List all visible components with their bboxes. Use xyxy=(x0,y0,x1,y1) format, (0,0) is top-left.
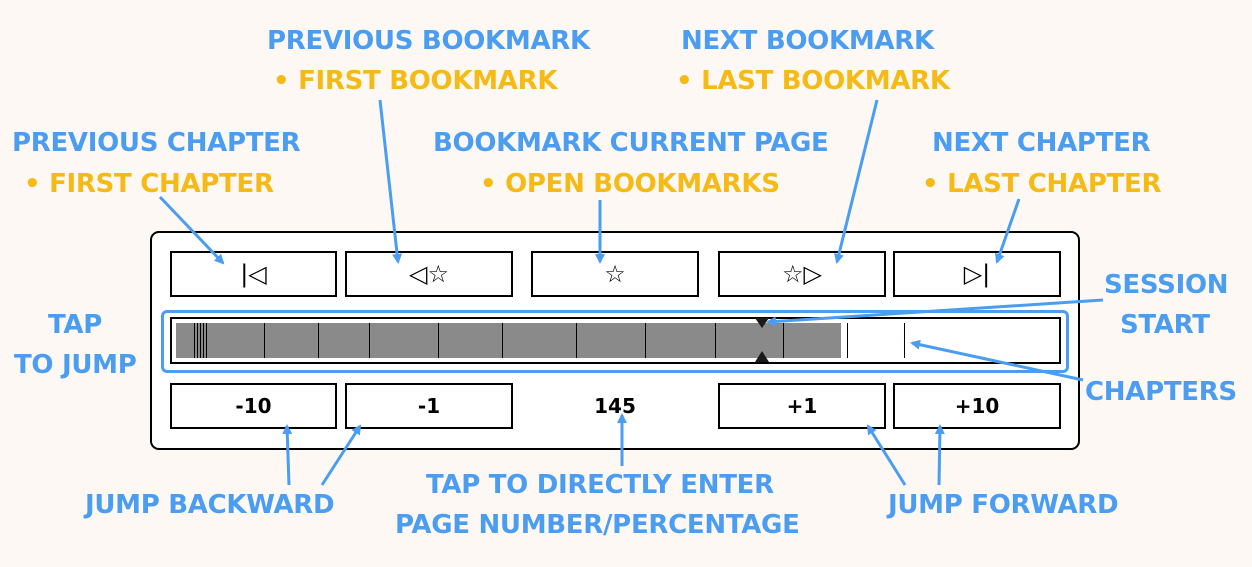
label-session: SESSION xyxy=(1104,270,1229,300)
chapter-tick xyxy=(369,323,370,358)
chapter-tick xyxy=(904,323,905,358)
arrow-previous-chapter xyxy=(158,195,225,265)
chapter-tick xyxy=(576,323,577,358)
arrow-jump-forward-1 xyxy=(866,424,907,486)
next-bookmark-icon: ☆▷ xyxy=(782,260,822,288)
session-start-marker-top xyxy=(755,318,769,328)
progress-fill xyxy=(176,323,841,358)
chapter-tick xyxy=(715,323,716,358)
arrow-jump-forward-10 xyxy=(934,424,945,486)
previous-chapter-icon: |◁ xyxy=(240,260,267,288)
label-to-jump: TO JUMP xyxy=(14,350,137,380)
label-start: START xyxy=(1120,310,1210,340)
jump-forward-1-button[interactable]: +1 xyxy=(718,383,886,429)
chapter-tick xyxy=(203,323,204,358)
chapter-tick xyxy=(783,323,784,358)
page-number[interactable]: 145 xyxy=(594,394,636,418)
label-open-bookmarks: • OPEN BOOKMARKS xyxy=(480,169,780,199)
label-jump-backward: JUMP BACKWARD xyxy=(85,490,335,520)
arrow-chapters xyxy=(910,339,1084,382)
arrow-jump-back-10 xyxy=(282,424,293,486)
label-jump-forward: JUMP FORWARD xyxy=(888,490,1119,520)
next-chapter-button[interactable]: ▷| xyxy=(893,251,1061,297)
previous-bookmark-button[interactable]: ◁☆ xyxy=(345,251,513,297)
chapter-tick xyxy=(645,323,646,358)
chapter-tick xyxy=(438,323,439,358)
arrow-next-bookmark xyxy=(834,99,879,264)
arrow-previous-bookmark xyxy=(378,99,403,264)
label-first-bookmark: • FIRST BOOKMARK xyxy=(273,66,558,96)
jump-forward-10-button[interactable]: +10 xyxy=(893,383,1061,429)
jump-back-10-button[interactable]: -10 xyxy=(170,383,337,429)
chapter-tick xyxy=(206,323,207,358)
previous-bookmark-icon: ◁☆ xyxy=(409,260,449,288)
chapter-tick xyxy=(318,323,319,358)
star-icon: ☆ xyxy=(604,260,626,288)
label-first-chapter: • FIRST CHAPTER xyxy=(24,169,274,199)
jump-back-1-button[interactable]: -1 xyxy=(345,383,513,429)
label-last-bookmark: • LAST BOOKMARK xyxy=(676,66,950,96)
arrow-session-start xyxy=(766,298,1104,327)
label-last-chapter: • LAST CHAPTER xyxy=(922,169,1162,199)
chapter-tick xyxy=(847,323,848,358)
next-chapter-icon: ▷| xyxy=(963,260,991,288)
chapter-tick xyxy=(264,323,265,358)
label-page-number-percentage: PAGE NUMBER/PERCENTAGE xyxy=(395,510,800,540)
bookmark-button[interactable]: ☆ xyxy=(531,251,699,297)
label-previous-bookmark: PREVIOUS BOOKMARK xyxy=(267,26,590,56)
label-next-chapter: NEXT CHAPTER xyxy=(932,128,1151,158)
label-chapters: CHAPTERS xyxy=(1085,377,1237,407)
chapter-tick xyxy=(194,323,195,358)
arrow-jump-back-1 xyxy=(320,424,362,486)
label-tap-to-enter: TAP TO DIRECTLY ENTER xyxy=(426,470,774,500)
previous-chapter-button[interactable]: |◁ xyxy=(170,251,337,297)
arrow-next-chapter xyxy=(994,198,1021,264)
chapter-tick xyxy=(200,323,201,358)
next-bookmark-button[interactable]: ☆▷ xyxy=(718,251,886,297)
label-previous-chapter: PREVIOUS CHAPTER xyxy=(12,128,301,158)
chapter-tick xyxy=(197,323,198,358)
label-next-bookmark: NEXT BOOKMARK xyxy=(681,26,934,56)
progress-bar-highlight xyxy=(161,310,1069,373)
session-start-marker-bottom xyxy=(755,351,769,362)
label-tap: TAP xyxy=(48,310,102,340)
chapter-tick xyxy=(502,323,503,358)
label-bookmark-current-page: BOOKMARK CURRENT PAGE xyxy=(433,128,829,158)
